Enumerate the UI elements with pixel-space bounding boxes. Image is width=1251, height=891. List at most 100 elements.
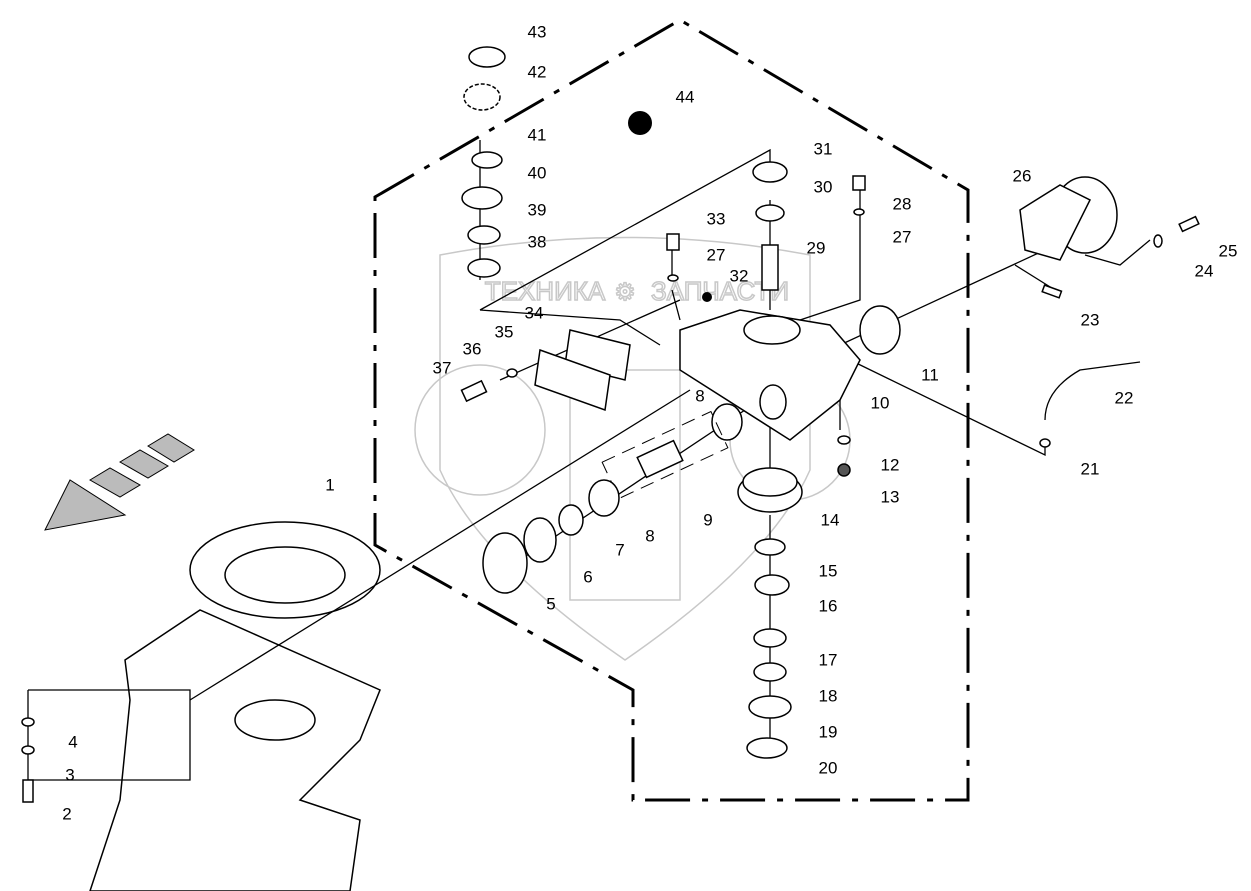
callout: 7 [615,540,624,559]
washer-12 [837,435,851,445]
callout: 6 [583,567,592,586]
callout: 34 [525,303,544,322]
pinion-9 [636,439,684,479]
ring-15 [754,538,786,556]
ring-7 [558,504,584,536]
callout: 21 [1081,459,1100,478]
callout: 3 [65,765,74,784]
callout: 11 [921,365,939,384]
callout: 43 [528,22,547,41]
shaft-29 [761,244,779,291]
callout: 27 [707,245,726,264]
callout: 2 [62,804,71,823]
callout: 33 [707,209,726,228]
callout: 10 [871,393,890,412]
callout: 25 [1219,241,1238,260]
callout: 8 [645,526,654,545]
frame-base [89,521,381,891]
bearing-16 [754,574,790,596]
part-32 [702,292,712,302]
gear-42 [463,83,501,111]
callout: 18 [819,686,838,705]
parts [21,46,1200,803]
hose-22 [1044,361,1141,421]
watermark-logo: ТЕХНИКА ⚙ ЗАПЧАСТИ [414,236,851,661]
cover-35 [534,348,611,412]
ring-17 [753,628,787,648]
snap-ring-19 [748,695,792,719]
ring-30 [755,204,785,222]
callout: 27 [893,227,912,246]
callout: 23 [1081,310,1100,329]
callout: 19 [819,722,838,741]
callout: 38 [528,232,547,251]
o-ring-11 [859,305,901,355]
callout: 5 [546,594,555,613]
part-44 [628,111,652,135]
assembly-boundary [373,18,970,802]
watermark-letter-t [569,369,681,601]
washer-3 [21,745,35,755]
callout: 31 [814,139,833,158]
snap-ring-6 [523,517,557,563]
key-23 [1041,284,1063,299]
plug-28 [852,175,866,191]
callout: 42 [528,62,547,81]
pulley-14-top [742,467,798,497]
housing-10 [679,309,861,441]
washer-4 [21,717,35,727]
callout: 30 [814,177,833,196]
callout: 20 [819,758,838,777]
bolt-25 [1178,215,1200,233]
bearing-31 [752,161,788,183]
callout: 4 [68,732,77,751]
callout: 24 [1195,261,1214,280]
callout: 17 [819,650,838,669]
direction-arrow [44,433,195,531]
bearing-8 [711,403,743,441]
plug-33 [666,233,680,251]
pinion-kit-frame-9 [601,410,729,500]
housing-bore [743,315,801,345]
callout: 36 [463,339,482,358]
callout: 1 [325,475,334,494]
callout: 28 [893,194,912,213]
washer-24 [1153,234,1163,248]
callout: 29 [807,238,826,257]
washer-21 [1039,438,1051,448]
callout: 22 [1115,388,1134,407]
nut-13 [837,463,851,477]
callout: 35 [495,322,514,341]
callout: 16 [819,596,838,615]
callout: 12 [881,455,900,474]
callout: 32 [730,266,749,285]
callout: 40 [528,163,547,182]
callout: 37 [433,358,452,377]
gear-icon: ⚙ [614,279,636,306]
snap-ring-40 [461,186,503,210]
ring-39 [467,225,501,245]
ring-18 [753,662,787,682]
seal-5 [482,532,528,594]
callout: 13 [881,487,900,506]
callout: 39 [528,200,547,219]
callout: 9 [703,510,712,529]
callout: 41 [528,125,547,144]
washer-27b [667,274,679,282]
washer-36 [506,368,518,378]
bearing-8b [588,479,620,517]
callout-labels: 43 42 44 41 40 39 38 31 30 28 27 33 27 2… [62,22,1237,823]
callout: 14 [821,510,840,529]
callout: 15 [819,561,838,580]
washer-41 [471,151,503,169]
housing-port [759,384,787,420]
bolt-2 [22,779,34,803]
ring-38 [467,258,501,278]
washer-27 [853,208,865,216]
watermark-left-word: ТЕХНИКА [485,276,606,306]
snap-ring-43 [468,46,506,68]
motor-flange-26 [1019,184,1092,261]
bolt-37 [460,379,488,403]
